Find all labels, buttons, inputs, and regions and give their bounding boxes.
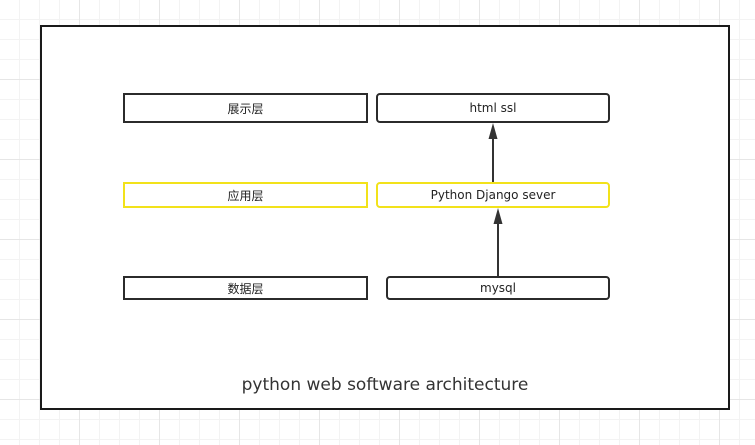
tech-mysql-box[interactable]: mysql <box>386 276 610 300</box>
tech-mysql-label: mysql <box>480 281 516 295</box>
layer-application-box[interactable]: 应用层 <box>123 182 368 208</box>
architecture-frame <box>40 25 730 410</box>
layer-presentation-box[interactable]: 展示层 <box>123 93 368 123</box>
tech-django-label: Python Django sever <box>430 188 556 202</box>
tech-html-label: html ssl <box>469 101 517 115</box>
layer-data-label: 数据层 <box>227 281 264 296</box>
layer-presentation-label: 展示层 <box>227 101 264 116</box>
tech-django-box[interactable]: Python Django sever <box>376 182 610 208</box>
arrow-django-to-html <box>488 123 498 182</box>
arrow-mysql-to-django <box>493 208 503 276</box>
layer-data-box[interactable]: 数据层 <box>123 276 368 300</box>
diagram-caption: python web software architecture <box>241 375 529 395</box>
tech-html-box[interactable]: html ssl <box>376 93 610 123</box>
layer-application-label: 应用层 <box>227 188 264 203</box>
